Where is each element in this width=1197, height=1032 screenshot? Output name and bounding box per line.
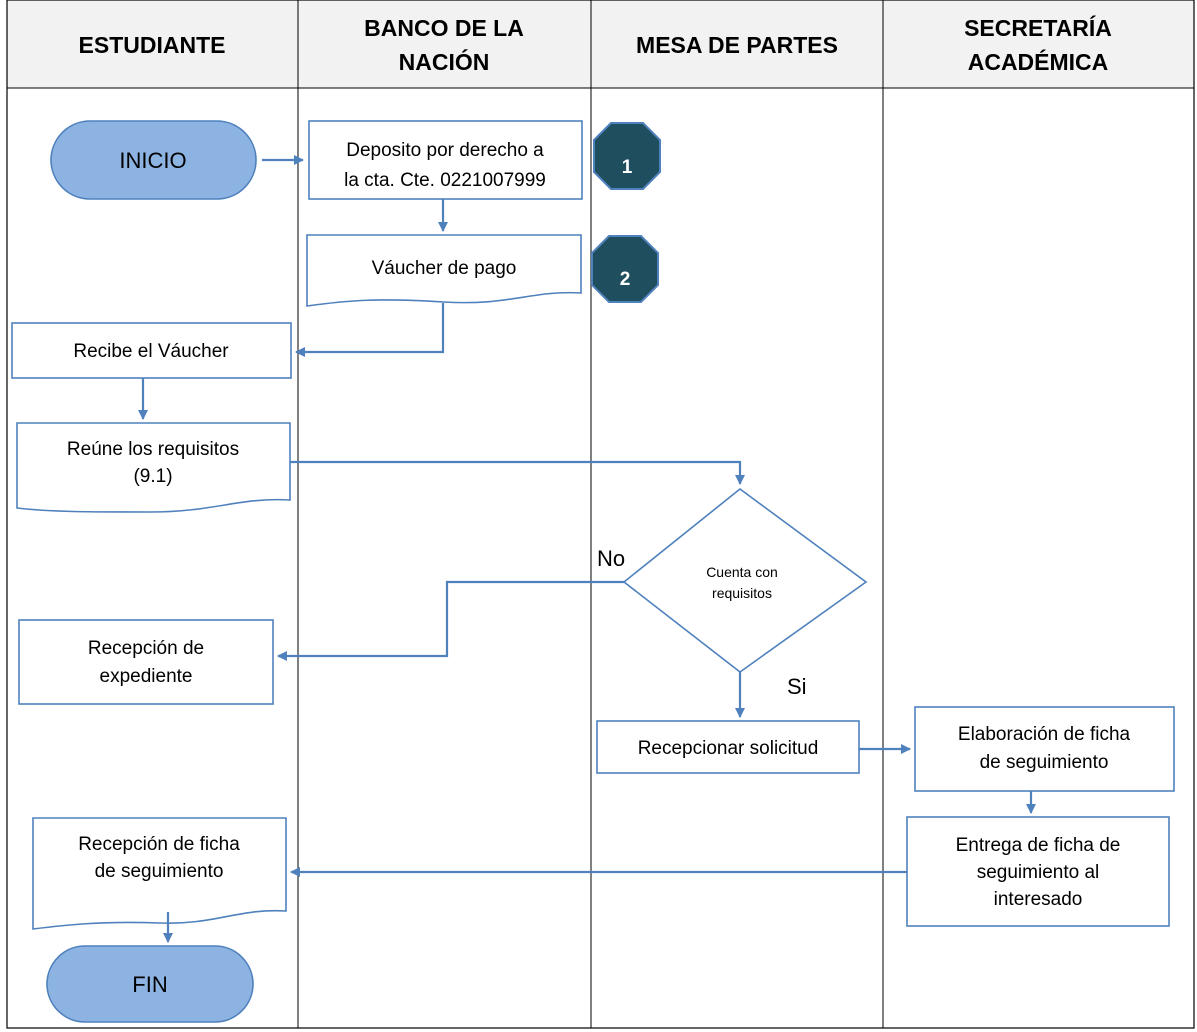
tracking-form-reception-document (32, 817, 287, 930)
end-terminal-label: FIN (132, 972, 167, 997)
step-badge-2-label: 2 (620, 269, 631, 290)
swimlane-frame (6, 0, 1195, 1029)
end-terminal (46, 945, 254, 1023)
tracking-form-preparation-line1: Elaboración de ficha (958, 724, 1131, 745)
tracking-form-delivery-line3: interesado (994, 889, 1083, 910)
tracking-form-delivery-box (906, 816, 1170, 927)
tracking-form-reception-line1: Recepción de ficha (78, 834, 240, 855)
file-reception-box (18, 619, 274, 705)
arrow-decision-no-to-file (277, 580, 624, 661)
file-reception-label-line1: Recepción de (88, 638, 204, 659)
start-terminal-label: INICIO (119, 148, 186, 173)
tracking-form-preparation-line2: de seguimiento (980, 752, 1109, 773)
lane-header-banco-line2: NACIÓN (399, 48, 490, 75)
tracking-form-reception-line2: de seguimiento (95, 861, 224, 882)
voucher-document (306, 234, 582, 307)
start-terminal (50, 120, 257, 200)
requirements-decision (622, 487, 868, 673)
step-badge-2 (591, 235, 659, 303)
deposit-label-line2: la cta. Cte. 0221007999 (344, 170, 546, 191)
lane-header-band (7, 0, 1194, 88)
lane-header-secretaria-line1: SECRETARÍA (964, 14, 1112, 41)
voucher-label: Váucher de pago (372, 258, 517, 279)
step-badge-1-label: 1 (622, 157, 633, 178)
requirements-document (16, 422, 291, 513)
file-reception-label-line2: expediente (100, 666, 193, 687)
requirements-label-line2: (9.1) (133, 466, 172, 487)
yes-branch-label: Si (787, 674, 807, 699)
step-badge-1 (593, 122, 661, 190)
arrow-requirements-to-decision (290, 460, 745, 485)
lane-header-mesa: MESA DE PARTES (636, 32, 838, 58)
receive-voucher-label: Recibe el Váucher (73, 341, 229, 362)
tracking-form-delivery-line1: Entrega de ficha de (956, 835, 1121, 856)
arrow-voucher-to-receive (295, 303, 445, 357)
lane-header-secretaria-line2: ACADÉMICA (968, 48, 1109, 75)
tracking-form-preparation-box (914, 706, 1175, 792)
decision-label-line1: Cuenta con (706, 564, 778, 580)
lane-header-banco-line1: BANCO DE LA (364, 15, 524, 41)
receive-request-box (596, 720, 860, 774)
requirements-label-line1: Reúne los requisitos (67, 439, 239, 460)
decision-label-line2: requisitos (712, 585, 772, 601)
deposit-process-box (308, 120, 583, 200)
tracking-form-delivery-line2: seguimiento al (977, 862, 1100, 883)
receive-request-label: Recepcionar solicitud (638, 738, 819, 759)
lane-header-estudiante: ESTUDIANTE (79, 32, 226, 58)
no-branch-label: No (597, 546, 625, 571)
receive-voucher-box (11, 322, 292, 379)
deposit-label-line1: Deposito por derecho a (346, 140, 544, 161)
